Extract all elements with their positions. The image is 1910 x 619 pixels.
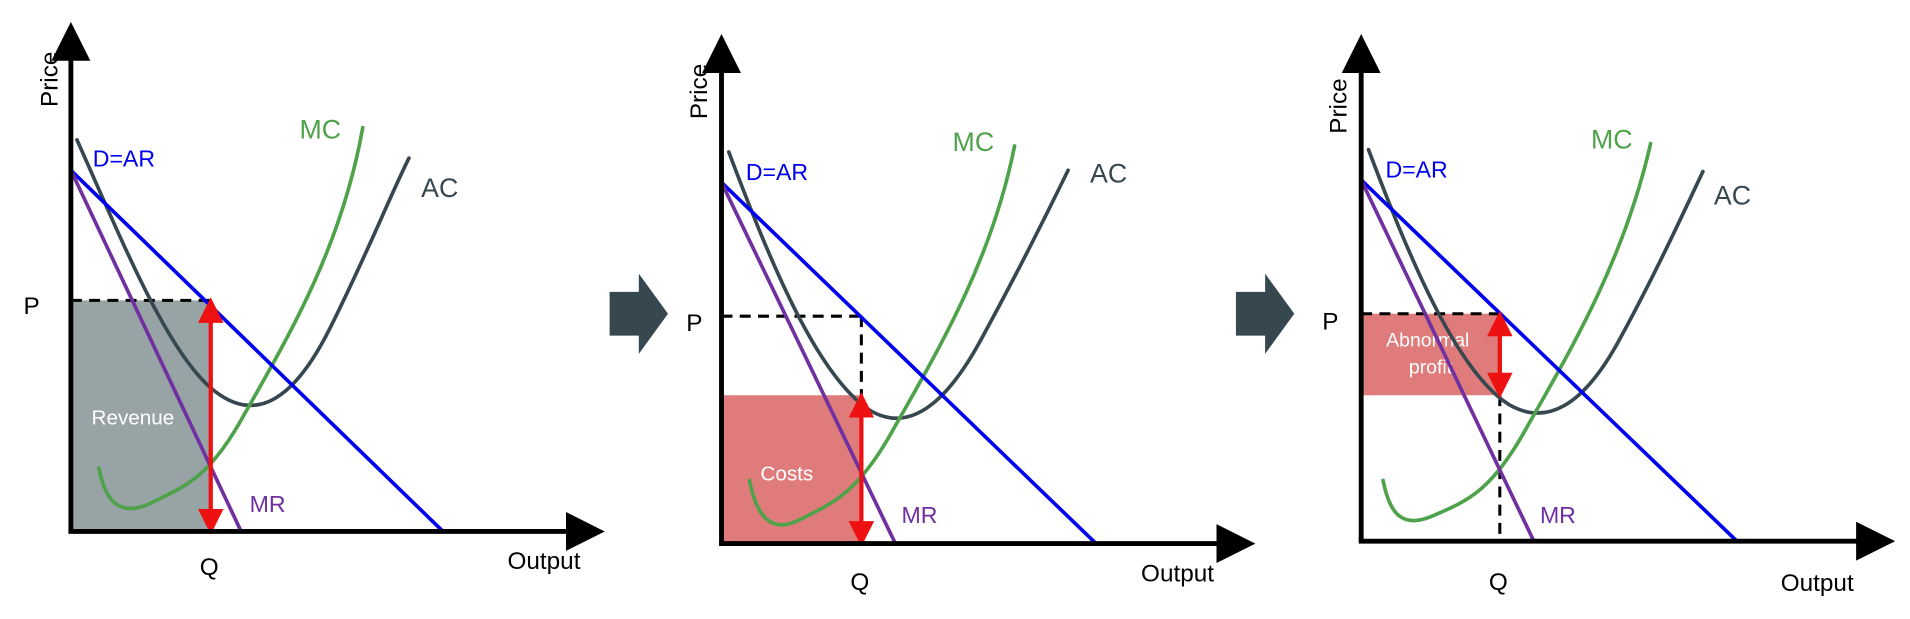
x-axis-label: Output [1781,570,1854,597]
mr-label: MR [901,502,937,528]
mc-label: MC [300,115,342,145]
ac-label: AC [421,173,458,203]
ac-label: AC [1714,180,1751,210]
costs-label: Costs [760,462,813,485]
x-axis-label: Output [507,548,580,575]
mc-curve [1381,141,1653,523]
mr-label: MR [250,491,286,517]
demand-label: D=AR [746,159,808,185]
mc-label: MC [1591,124,1633,154]
demand-curve [1359,178,1739,543]
mr-label: MR [1540,502,1576,528]
demand-curve [69,168,445,533]
demand-curve [720,181,1098,545]
panel-revenue: Revenue Price Output P Q D=AR MC AC MR [23,21,605,581]
demand-label: D=AR [1386,157,1448,183]
p-label: P [23,293,39,320]
revenue-label: Revenue [92,406,175,429]
p-label: P [1322,309,1338,336]
q-label: Q [1489,569,1508,596]
y-axis-label: Price [37,52,64,107]
mc-label: MC [953,127,995,157]
ac-curve [1366,147,1705,415]
mc-curve [97,125,365,511]
x-axis-label: Output [1141,560,1214,587]
demand-label: D=AR [93,146,155,172]
ac-curve [75,138,411,408]
step-arrow-icon [609,273,668,354]
ac-curve [726,150,1070,421]
panel-abnormal-profit: Abnormal profit Price Output P Q D=AR MC… [1322,34,1896,597]
panel-costs: Costs Price Output P Q D=AR MC AC MR [686,34,1256,596]
costs-area [721,395,862,544]
y-axis-label: Price [1326,78,1353,133]
mr-curve [1359,179,1536,542]
q-label: Q [200,554,219,581]
step-arrow-icon [1235,273,1295,354]
q-label: Q [850,569,869,596]
y-axis-label: Price [686,64,713,119]
ac-label: AC [1090,158,1127,188]
p-label: P [686,310,702,337]
mc-curve [747,144,1017,527]
